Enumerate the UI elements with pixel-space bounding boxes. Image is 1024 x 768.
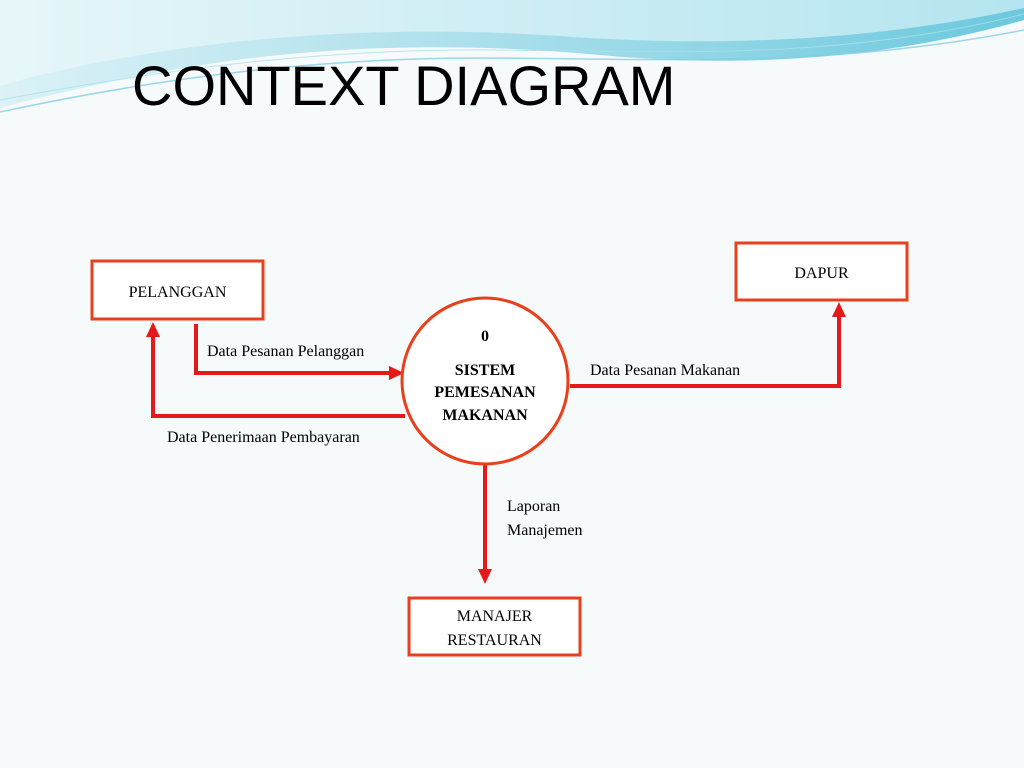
entity-pelanggan-label: PELANGGAN: [129, 284, 227, 301]
process-number: 0: [481, 328, 489, 345]
entity-manajer-label-line1: MANAJER: [457, 608, 533, 625]
arrowhead-right: [389, 366, 404, 380]
arrowhead-up: [146, 322, 160, 337]
process-name-line1: SISTEM: [455, 362, 515, 379]
flow-pesanan-makanan: [570, 302, 846, 388]
arrowhead-up: [832, 302, 846, 317]
flow-label-penerimaan-pembayaran: Data Penerimaan Pembayaran: [167, 429, 360, 446]
process-name-line3: MAKANAN: [442, 407, 528, 424]
flow-label-pesanan-makanan: Data Pesanan Makanan: [590, 362, 740, 379]
header-wave-decoration: [0, 0, 1024, 113]
flow-label-pesanan-pelanggan: Data Pesanan Pelanggan: [207, 343, 364, 360]
entity-manajer-restauran: MANAJER RESTAURAN: [407, 596, 582, 657]
entity-pelanggan: PELANGGAN: [90, 259, 265, 321]
process-name-line2: PEMESANAN: [434, 384, 536, 401]
entity-dapur: DAPUR: [734, 241, 909, 302]
flow-label-laporan-line1: Laporan: [507, 498, 560, 515]
flow-pesanan-pelanggan: [194, 324, 404, 380]
page-title: CONTEXT DIAGRAM: [132, 54, 676, 117]
arrowhead-down: [478, 569, 492, 584]
flow-label-laporan-line2: Manajemen: [507, 522, 583, 539]
flow-penerimaan-pembayaran: [146, 322, 405, 418]
process-sistem-pemesanan-makanan: 0 SISTEM PEMESANAN MAKANAN: [400, 296, 570, 466]
entity-dapur-label: DAPUR: [794, 265, 849, 282]
entity-manajer-label-line2: RESTAURAN: [447, 632, 542, 649]
flow-laporan-manajemen: [478, 462, 492, 584]
